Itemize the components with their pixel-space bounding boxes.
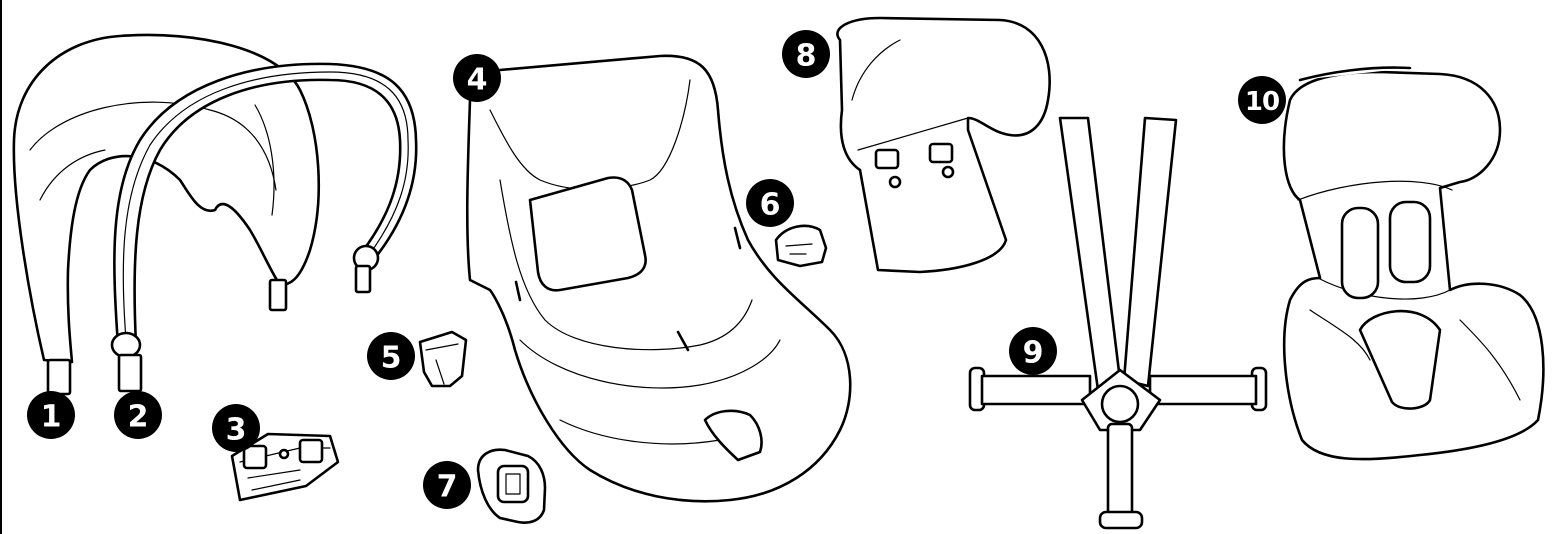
part-9-badge: 9	[1009, 327, 1057, 375]
part-5-number: 5	[381, 341, 402, 376]
headrest-illustration	[836, 16, 1051, 274]
part-8-number: 8	[796, 39, 817, 74]
part-2-badge: 2	[114, 391, 162, 439]
clip-illustration	[230, 432, 340, 502]
side-clip-illustration	[774, 224, 828, 268]
part-7-number: 7	[437, 470, 458, 505]
handle-illustration	[110, 62, 418, 393]
part-10-badge: 10	[1238, 76, 1286, 124]
part-1-number: 1	[41, 400, 62, 435]
part-3-number: 3	[226, 413, 247, 448]
seat-shell-illustration	[465, 54, 852, 503]
part-6-badge: 6	[746, 179, 794, 227]
part-8-badge: 8	[782, 30, 830, 78]
insert-illustration	[1282, 66, 1545, 461]
pad-illustration	[476, 448, 547, 524]
part-9-number: 9	[1023, 336, 1044, 371]
small-clip-illustration	[418, 330, 468, 388]
part-3-badge: 3	[212, 404, 260, 452]
part-6-number: 6	[760, 188, 781, 223]
part-7-badge: 7	[423, 461, 471, 509]
part-10-number: 10	[1245, 87, 1279, 117]
part-4-badge: 4	[453, 54, 501, 102]
part-1-badge: 1	[27, 391, 75, 439]
part-5-badge: 5	[367, 332, 415, 380]
harness-illustration	[968, 116, 1268, 530]
part-4-number: 4	[467, 63, 488, 98]
part-2-number: 2	[128, 400, 149, 435]
canopy-illustration	[12, 33, 321, 396]
